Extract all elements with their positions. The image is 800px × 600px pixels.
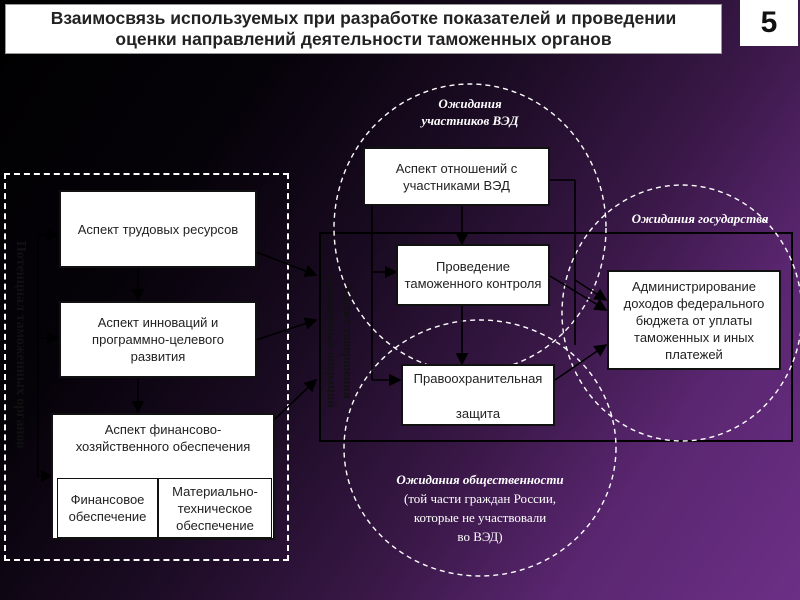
state-expectation-text: Ожидания государства — [631, 211, 769, 226]
left-group-frame — [4, 173, 289, 561]
state-expectation-circle — [561, 184, 800, 442]
state-expectation-label: Ожидания государства — [610, 210, 790, 227]
left-group-label: Потенциал таможенных органов — [13, 241, 28, 449]
law-enforcement-box: Правоохранительная защита — [401, 364, 555, 426]
law-enforcement-label-1: Правоохранительная — [413, 371, 543, 386]
financial-support-label: Финансовое обеспечение — [68, 492, 147, 524]
slide-title: Взаимосвязь используемых при разработке … — [5, 4, 722, 54]
administration-box: Администрирование доходов федерального б… — [607, 270, 781, 370]
slide-title-line1: Взаимосвязь используемых при разработке … — [50, 8, 677, 28]
labor-aspect-label: Аспект трудовых ресурсов — [77, 221, 239, 237]
administration-label: Администрирование доходов федерального б… — [623, 278, 765, 362]
public-expectation-note2: которые не участвовали — [413, 510, 547, 525]
labor-aspect-box: Аспект трудовых ресурсов — [59, 190, 257, 268]
financial-support-box: Финансовое обеспечение — [57, 478, 158, 538]
public-expectation-note3: во ВЭД) — [457, 529, 503, 544]
middle-group-label: Аспект совершения таможенных операций — [325, 274, 356, 408]
slide-number: 5 — [740, 0, 798, 46]
innovation-aspect-box: Аспект инноваций и программно-целевого р… — [59, 301, 257, 378]
relations-aspect-box: Аспект отношений с участниками ВЭД — [363, 147, 550, 206]
slide-title-line2: оценки направлений деятельности таможенн… — [115, 29, 612, 49]
material-support-box: Материально-техническое обеспечение — [158, 478, 272, 538]
public-expectation-note1: (той части граждан России, — [403, 491, 557, 506]
public-expectation-circle — [343, 319, 617, 577]
participants-expectation-line1: Ожидания — [438, 96, 502, 111]
participants-expectation-label: Ожидания участников ВЭД — [390, 95, 550, 129]
law-enforcement-label-2: защита — [455, 406, 501, 421]
public-expectation-title: Ожидания общественности — [396, 472, 564, 487]
participants-expectation-line2: участников ВЭД — [421, 113, 519, 128]
customs-control-box: Проведение таможенного контроля — [396, 244, 550, 306]
innovation-aspect-label: Аспект инноваций и программно-целевого р… — [92, 315, 224, 364]
material-support-label: Материально-техническое обеспечение — [172, 483, 258, 533]
customs-control-label: Проведение таможенного контроля — [404, 259, 542, 291]
finance-economic-aspect-label: Аспект финансово-хозяйственного обеспече… — [75, 422, 251, 454]
relations-aspect-label: Аспект отношений с участниками ВЭД — [395, 160, 518, 193]
public-expectation-label: Ожидания общественности (той части гражд… — [370, 470, 590, 546]
middle-group-frame — [319, 232, 793, 442]
